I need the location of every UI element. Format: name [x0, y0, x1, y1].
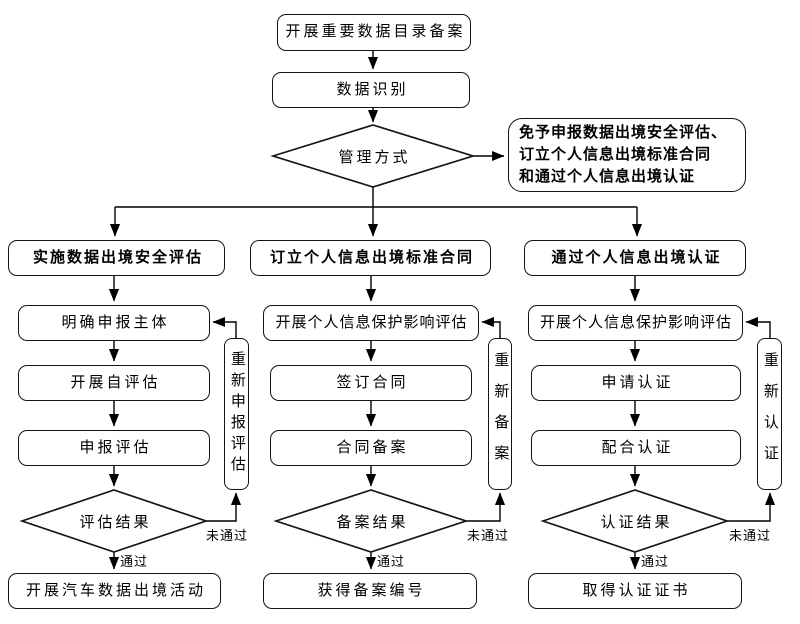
col-2-outcome-filing-number: 获得备案编号: [263, 573, 477, 609]
manage-mode-diamond-shape: [270, 124, 476, 188]
col-1-header-security-assessment: 实施数据出境安全评估: [8, 240, 225, 276]
connector-lines: [108, 51, 776, 570]
assessment-result-diamond-shape: [19, 489, 209, 553]
col-3-header-certification: 通过个人信息出境认证: [524, 240, 746, 276]
col-1-fail-label: 未通过: [206, 528, 249, 543]
node-exemption-note: 免予申报数据出境安全评估、 订立个人信息出境标准合同 和通过个人信息出境认证: [508, 118, 746, 192]
col-2-step-contract-filing: 合同备案: [270, 430, 472, 466]
col-3-retry-node: 重新认证: [757, 338, 782, 490]
col-3-fail-label: 未通过: [729, 528, 772, 543]
col-1-step-declare-assessment: 申报评估: [18, 430, 210, 466]
col-3-decision-certification-result: 认证结果: [600, 514, 673, 531]
col-1-outcome-export-activity: 开展汽车数据出境活动: [8, 573, 221, 609]
col-3-step-apply-certification: 申请认证: [531, 365, 741, 401]
col-2-pass-label: 通过: [377, 554, 406, 569]
col-2-step-sign-contract: 签订合同: [270, 365, 472, 401]
node-data-identification: 数据识别: [272, 72, 470, 108]
col-2-retry-node: 重新备案: [488, 338, 512, 490]
node-start-catalog-filing: 开展重要数据目录备案: [277, 14, 471, 51]
col-1-pass-label: 通过: [120, 554, 149, 569]
col-2-fail-label: 未通过: [467, 528, 510, 543]
col-3-step-cooperate-certification: 配合认证: [531, 430, 741, 466]
col-3-pass-label: 通过: [641, 554, 670, 569]
col-1-step-declare-subject: 明确申报主体: [18, 305, 210, 341]
col-1-retry-node: 重新申报评估: [224, 338, 249, 490]
col-1-step-self-assessment: 开展自评估: [18, 365, 210, 401]
col-2-step-pia-assessment: 开展个人信息保护影响评估: [263, 305, 479, 341]
decision-management-mode: 管理方式: [338, 149, 411, 166]
decision-diamond-shapes: [19, 124, 730, 553]
col-2-header-standard-contract: 订立个人信息出境标准合同: [250, 240, 491, 276]
col-2-decision-filing-result: 备案结果: [336, 514, 409, 531]
filing-result-diamond-shape: [273, 489, 469, 553]
certification-result-diamond-shape: [540, 489, 730, 553]
col-1-decision-assessment-result: 评估结果: [79, 514, 152, 531]
col-3-outcome-certificate: 取得认证证书: [528, 573, 742, 609]
col-3-step-pia-assessment: 开展个人信息保护影响评估: [528, 305, 743, 341]
